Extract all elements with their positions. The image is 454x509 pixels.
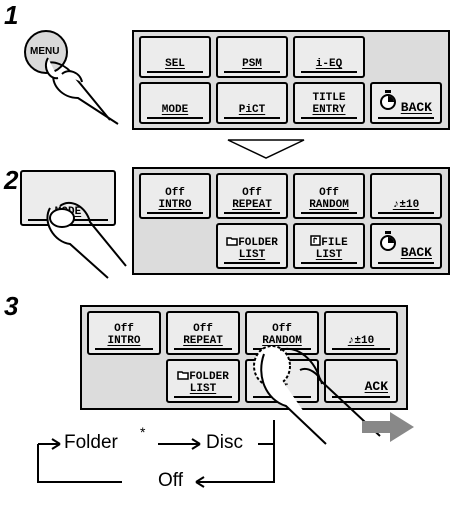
cycle-folder: Folder [64, 432, 118, 454]
cycle-off: Off [158, 470, 183, 492]
cycle-disc: Disc [206, 432, 243, 454]
cycle-asterisk: * [140, 424, 145, 440]
